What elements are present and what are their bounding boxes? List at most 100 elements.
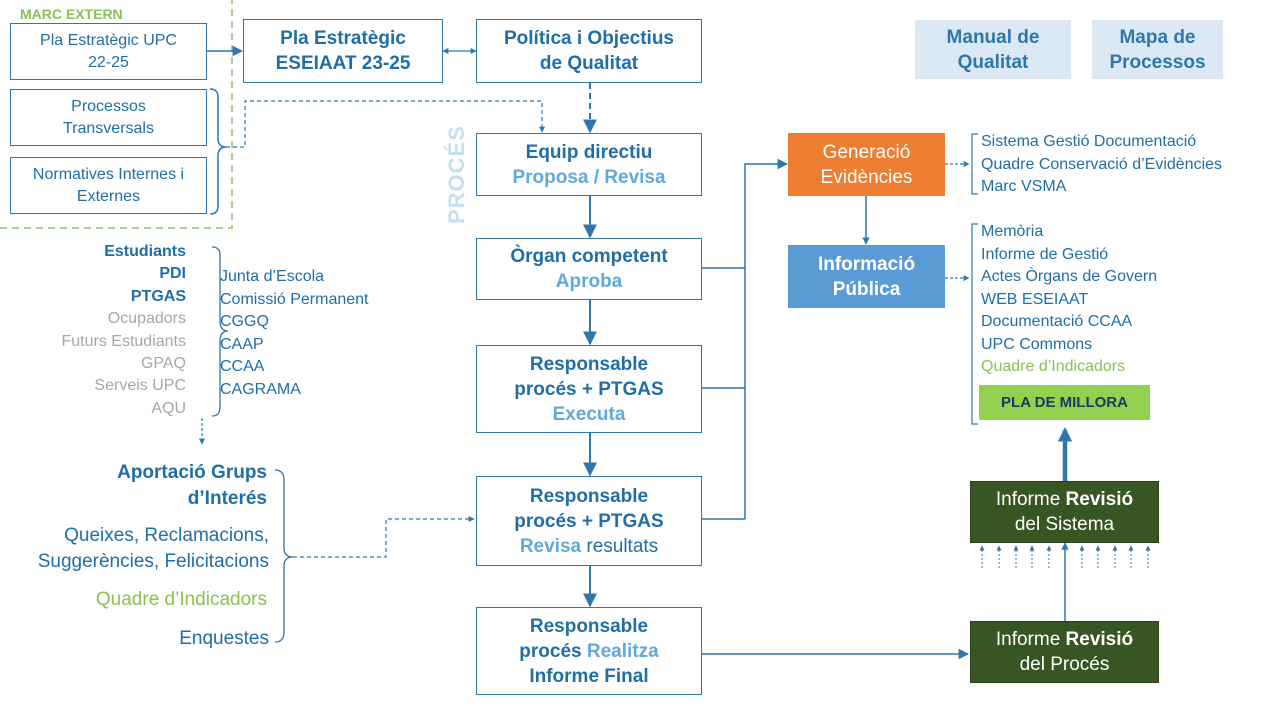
pla-upc-line-2: 22-25: [88, 53, 129, 71]
stakeholder-secondary: Serveis UPC: [94, 377, 186, 395]
responsable-final-box: Responsable procés Realitza Informe Fina…: [476, 607, 702, 695]
final-line-3: Informe Final: [529, 665, 649, 687]
brace-inputs: [274, 469, 294, 643]
generacio-evidencies-box: Generació Evidències: [788, 133, 945, 196]
rev-line-2: procés + PTGAS: [514, 510, 664, 532]
stakeholder-secondary: GPAQ: [140, 355, 186, 373]
revisio-sistema-bold: Revisió: [1065, 489, 1134, 510]
equip-title: Equip directiu: [525, 141, 653, 163]
pla-upc-line-1: Pla Estratègic UPC: [40, 31, 177, 49]
manual-qualitat-box: Manual de Qualitat: [915, 20, 1071, 79]
aportacio-line-1: Aportació Grups: [117, 462, 267, 483]
normatives-line-2: Externes: [76, 187, 141, 205]
generacio-line-2: Evidències: [820, 166, 913, 188]
informacio-item: Informe de Gestió: [981, 245, 1109, 263]
processos-line-1: Processos: [71, 97, 146, 115]
stakeholder-secondary: Ocupadors: [107, 310, 186, 328]
informacio-item: WEB ESEIAAT: [981, 290, 1089, 308]
generacio-item: Quadre Conservació d’Evidències: [981, 155, 1223, 173]
pla-estrategic-eseiaat-box: Pla Estratègic ESEIAAT 23-25: [243, 19, 443, 83]
informacio-line-1: Informació: [817, 253, 916, 275]
revisio-sistema-pre: Informe: [995, 489, 1066, 510]
informacio-item-indicadors: Quadre d’Indicadors: [981, 358, 1126, 375]
stakeholder-primary: Estudiants: [104, 243, 186, 260]
politica-line-1: Política i Objectius: [504, 28, 674, 49]
equip-action: Proposa / Revisa: [512, 166, 666, 188]
manual-line-2: Qualitat: [957, 51, 1029, 73]
organ-title: Òrgan competent: [510, 246, 668, 267]
quadre-indicadors-input: Quadre d’Indicadors: [95, 589, 267, 610]
queixes-line-2: Suggerències, Felicitacions: [37, 551, 269, 572]
body-item: CCAA: [220, 358, 265, 375]
responsable-revisa-box: Responsable procés + PTGAS Revisa result…: [476, 476, 702, 566]
revisio-sistema-line-1: Informe Revisió: [996, 487, 1133, 512]
informacio-list: Memòria Informe de Gestió Actes Òrgans d…: [981, 221, 1157, 379]
revisio-proces-bold: Revisió: [1065, 629, 1134, 650]
equip-directiu-box: Equip directiu Proposa / Revisa: [476, 133, 702, 196]
mapa-line-2: Processos: [1109, 51, 1206, 73]
final-line-2a: procés: [519, 640, 587, 662]
informe-revisio-proces-box: Informe Revisió del Procés: [970, 621, 1159, 683]
processos-line-2: Transversals: [63, 119, 154, 137]
manual-line-1: Manual de: [946, 26, 1040, 48]
arrow-processos-equip: [226, 100, 545, 148]
mapa-line-1: Mapa de: [1119, 26, 1196, 48]
bracket-generacio-list: [971, 133, 978, 195]
final-line-2b: Realitza: [586, 640, 659, 662]
generacio-list: Sistema Gestió Documentació Quadre Conse…: [981, 131, 1222, 199]
pla-eseiaat-line-2: ESEIAAT 23-25: [275, 53, 411, 74]
body-item: CAGRAMA: [220, 380, 301, 398]
aportacio-grups: Aportació Grups d’Interés: [117, 460, 267, 512]
body-item: CAAP: [220, 335, 264, 353]
informacio-item: UPC Commons: [981, 335, 1093, 353]
informacio-item: Memòria: [981, 223, 1044, 240]
normatives-box: Normatives Internes i Externes: [10, 157, 207, 214]
informacio-item: Documentació CCAA: [981, 313, 1133, 330]
exec-action: Executa: [552, 403, 626, 425]
organ-competent-box: Òrgan competent Aproba: [476, 238, 702, 300]
queixes-line-1: Queixes, Reclamacions,: [64, 525, 269, 546]
stakeholder-primary: PDI: [159, 265, 186, 283]
queixes-text: Queixes, Reclamacions, Suggerències, Fel…: [38, 523, 269, 575]
brace-processos: [209, 88, 227, 215]
stakeholder-secondary: Futurs Estudiants: [61, 332, 187, 350]
responsable-executa-box: Responsable procés + PTGAS Executa: [476, 345, 702, 433]
bracket-informacio-list: [971, 223, 978, 425]
processos-transversals-box: Processos Transversals: [10, 89, 207, 146]
stakeholder-primary: PTGAS: [130, 287, 186, 305]
stakeholder-secondary: AQU: [151, 399, 186, 417]
pla-eseiaat-line-1: Pla Estratègic: [280, 28, 406, 49]
normatives-line-1: Normatives Internes i: [32, 165, 185, 183]
informe-revisio-sistema-box: Informe Revisió del Sistema: [970, 481, 1159, 543]
organ-action: Aproba: [555, 271, 623, 292]
generacio-item: Marc VSMA: [981, 178, 1067, 195]
aportacio-line-2: d’Interés: [187, 488, 267, 509]
body-item: CGGQ: [220, 313, 269, 330]
revisio-sistema-line-2: del Sistema: [1014, 514, 1115, 535]
rev-line-1: Responsable: [529, 485, 649, 507]
generacio-item: Sistema Gestió Documentació: [981, 133, 1197, 150]
informacio-publica-box: Informació Pública: [788, 245, 945, 308]
bodies-list: Junta d’Escola Comissió Permanent CGGQ C…: [220, 266, 369, 401]
exec-line-2: procés + PTGAS: [514, 378, 664, 400]
rev-rest: resultats: [581, 535, 659, 557]
revisio-proces-pre: Informe: [995, 629, 1066, 650]
body-item: Comissió Permanent: [220, 290, 369, 308]
informacio-item: Actes Òrgans de Govern: [981, 268, 1158, 285]
arrow-inputs-revisa: [293, 516, 475, 558]
brace-stakeholders: [211, 246, 229, 417]
informacio-line-2: Pública: [832, 278, 901, 300]
mapa-processos-box: Mapa de Processos: [1092, 20, 1223, 79]
exec-line-1: Responsable: [529, 353, 649, 375]
stakeholders-list: Estudiants PDI PTGAS Ocupadors Futurs Es…: [62, 241, 187, 420]
final-line-2: procés Realitza: [519, 639, 658, 664]
marc-extern-title: MARC EXTERN: [20, 6, 123, 22]
arrow-to-generacio: [744, 158, 789, 519]
politica-line-2: de Qualitat: [539, 53, 639, 74]
pla-estrategic-upc-box: Pla Estratègic UPC 22-25: [10, 23, 207, 80]
marc-extern-frame: [0, 0, 233, 229]
revisio-proces-line-2: del Procés: [1019, 654, 1110, 675]
enquestes-input: Enquestes: [179, 628, 269, 649]
generacio-line-1: Generació: [822, 141, 911, 163]
